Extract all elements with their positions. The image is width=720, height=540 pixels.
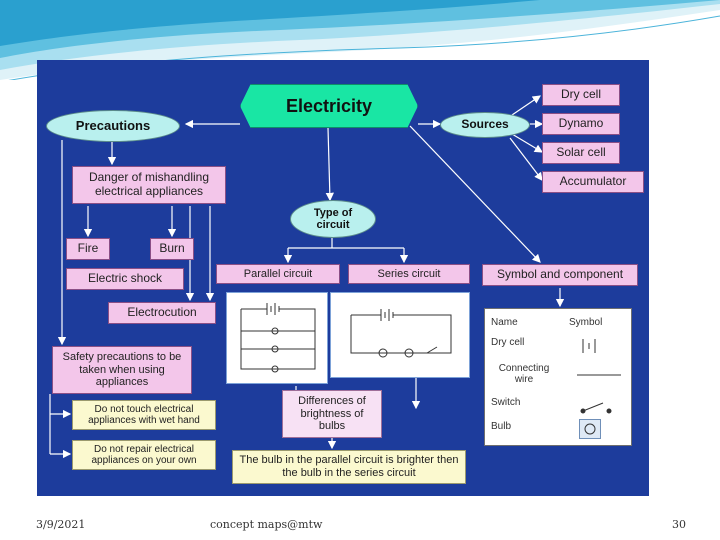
symbol-and-component-label: Symbol and component bbox=[496, 267, 624, 282]
symbol-row-switch: Switch bbox=[491, 397, 521, 408]
parallel-circuit-diagram bbox=[226, 292, 328, 384]
symbol-table-header-name: Name bbox=[491, 317, 518, 328]
source-accumulator: Accumulator bbox=[542, 171, 644, 193]
source-label: Solar cell bbox=[556, 145, 606, 160]
footer-page-number: 30 bbox=[672, 518, 686, 531]
dry-cell-symbol-icon bbox=[582, 339, 596, 353]
wire-symbol-icon bbox=[577, 374, 621, 376]
differences-label: Differences of brightness of bulbs bbox=[298, 395, 366, 433]
sources-node: Sources bbox=[440, 112, 530, 138]
source-label: Dry cell bbox=[560, 87, 601, 102]
source-label: Dynamo bbox=[558, 116, 604, 131]
danger-item-label: Fire bbox=[77, 241, 99, 256]
danger-item-label: Electric shock bbox=[87, 271, 163, 286]
comparison-box: The bulb in the parallel circuit is brig… bbox=[232, 450, 466, 484]
danger-fire: Fire bbox=[66, 238, 110, 260]
symbol-table: Name Symbol Dry cell Connecting wire Swi… bbox=[484, 308, 632, 446]
safety-rule-label: Do not repair electrical appliances on y… bbox=[91, 443, 197, 467]
page-title: Electricity bbox=[285, 95, 373, 116]
series-circuit-drawing bbox=[350, 309, 452, 358]
series-circuit-box: Series circuit bbox=[348, 264, 470, 284]
safety-rule: Do not touch electrical appliances with … bbox=[72, 400, 216, 430]
series-circuit-diagram bbox=[330, 292, 470, 378]
danger-label: Danger of mishandling electrical applian… bbox=[88, 170, 210, 198]
circuit-label: Series circuit bbox=[377, 267, 441, 280]
bulb-symbol-icon bbox=[579, 419, 601, 439]
parallel-circuit-drawing bbox=[240, 303, 316, 373]
safety-rule-label: Do not touch electrical appliances with … bbox=[88, 403, 200, 427]
danger-item-label: Electrocution bbox=[127, 305, 197, 320]
source-solar-cell: Solar cell bbox=[542, 142, 620, 164]
symbol-row-bulb: Bulb bbox=[491, 421, 512, 432]
safety-rule: Do not repair electrical appliances on y… bbox=[72, 440, 216, 470]
symbol-table-header-symbol: Symbol bbox=[569, 317, 603, 328]
footer-credit: concept maps@mtw bbox=[210, 518, 323, 531]
symbol-row-dry-cell: Dry cell bbox=[491, 337, 525, 348]
safety-label: Safety precautions to be taken when usin… bbox=[62, 351, 182, 389]
source-dry-cell: Dry cell bbox=[542, 84, 620, 106]
safety-precautions-box: Safety precautions to be taken when usin… bbox=[52, 346, 192, 394]
danger-electric-shock: Electric shock bbox=[66, 268, 184, 290]
danger-item-label: Burn bbox=[159, 241, 185, 256]
danger-box: Danger of mishandling electrical applian… bbox=[72, 166, 226, 204]
source-label: Accumulator bbox=[559, 174, 627, 189]
type-of-circuit-label: Type of circuit bbox=[313, 206, 353, 231]
circuit-label: Parallel circuit bbox=[243, 267, 313, 280]
comparison-label: The bulb in the parallel circuit is brig… bbox=[239, 454, 459, 479]
sources-label: Sources bbox=[461, 117, 509, 132]
switch-symbol-icon bbox=[580, 402, 612, 414]
symbol-row-connecting-wire: Connecting wire bbox=[498, 363, 550, 385]
type-of-circuit-node: Type of circuit bbox=[290, 200, 376, 238]
source-dynamo: Dynamo bbox=[542, 113, 620, 135]
differences-box: Differences of brightness of bulbs bbox=[282, 390, 382, 438]
footer-date: 3/9/2021 bbox=[36, 518, 86, 531]
symbol-and-component-box: Symbol and component bbox=[482, 264, 638, 286]
parallel-circuit-box: Parallel circuit bbox=[216, 264, 340, 284]
electricity-title-box: Electricity bbox=[240, 84, 418, 128]
danger-burn: Burn bbox=[150, 238, 194, 260]
precautions-label: Precautions bbox=[75, 117, 151, 133]
danger-electrocution: Electrocution bbox=[108, 302, 216, 324]
precautions-node: Precautions bbox=[46, 110, 180, 142]
